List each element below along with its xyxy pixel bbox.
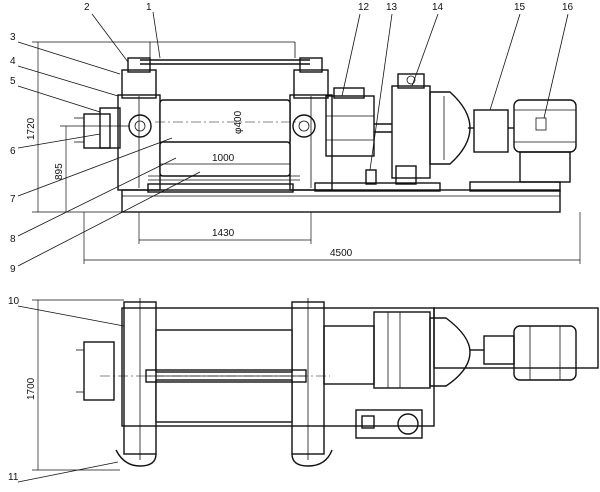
plan-view: 1700 10 11 bbox=[8, 296, 599, 483]
dim-roll-center-height: 895 bbox=[54, 163, 65, 180]
motor bbox=[513, 99, 577, 183]
dimension-plan-width: 1700 bbox=[26, 299, 124, 471]
dimension-overall-length: 4500 bbox=[83, 212, 581, 264]
plan-back-roll bbox=[155, 379, 293, 423]
dimension-height-1720: 1720 bbox=[26, 41, 150, 213]
coupling bbox=[473, 109, 509, 153]
lubrication-unit bbox=[365, 169, 377, 185]
base-frame bbox=[121, 189, 561, 213]
dimension-frame-spacing: 1430 bbox=[138, 212, 312, 244]
callout-1: 1 bbox=[146, 2, 152, 13]
elevation-callouts: 1 2 3 4 5 6 7 8 9 12 13 14 15 bbox=[10, 2, 574, 275]
dimension-roll-length: 1000 bbox=[160, 153, 290, 165]
plan-right-foot bbox=[291, 449, 333, 467]
right-bearing bbox=[292, 114, 316, 138]
callout-8: 8 bbox=[10, 234, 16, 245]
dim-roll-length: 1000 bbox=[212, 153, 235, 164]
callout-5: 5 bbox=[10, 76, 16, 87]
dim-overall-height: 1720 bbox=[26, 117, 37, 140]
callout-7: 7 bbox=[10, 194, 16, 205]
callout-14: 14 bbox=[432, 2, 444, 13]
plan-left-foot bbox=[115, 449, 157, 467]
callout-13: 13 bbox=[386, 2, 398, 13]
front-roll bbox=[155, 99, 300, 145]
dim-overall-length: 4500 bbox=[330, 248, 353, 259]
callout-3: 3 bbox=[10, 32, 16, 43]
callout-9: 9 bbox=[10, 264, 16, 275]
elevation-view: 1720 895 1000 φ400 1430 4500 bbox=[10, 2, 581, 275]
callout-6: 6 bbox=[10, 146, 16, 157]
dim-frame-spacing: 1430 bbox=[212, 228, 235, 239]
callout-2: 2 bbox=[84, 2, 90, 13]
roll-gap-adjuster bbox=[83, 113, 111, 149]
gearbox bbox=[391, 73, 471, 179]
reducer bbox=[325, 87, 375, 157]
callout-11: 11 bbox=[8, 472, 19, 483]
left-housing bbox=[117, 57, 161, 191]
callout-10: 10 bbox=[8, 296, 20, 307]
left-bearing bbox=[128, 114, 152, 138]
dimension-height-895: 895 bbox=[54, 125, 130, 212]
dim-plan-width: 1700 bbox=[26, 377, 37, 400]
plan-front-roll bbox=[155, 329, 293, 373]
callout-16: 16 bbox=[562, 2, 574, 13]
callout-15: 15 bbox=[514, 2, 526, 13]
callout-12: 12 bbox=[358, 2, 370, 13]
callout-4: 4 bbox=[10, 56, 16, 67]
dim-roll-diameter: φ400 bbox=[233, 110, 244, 134]
